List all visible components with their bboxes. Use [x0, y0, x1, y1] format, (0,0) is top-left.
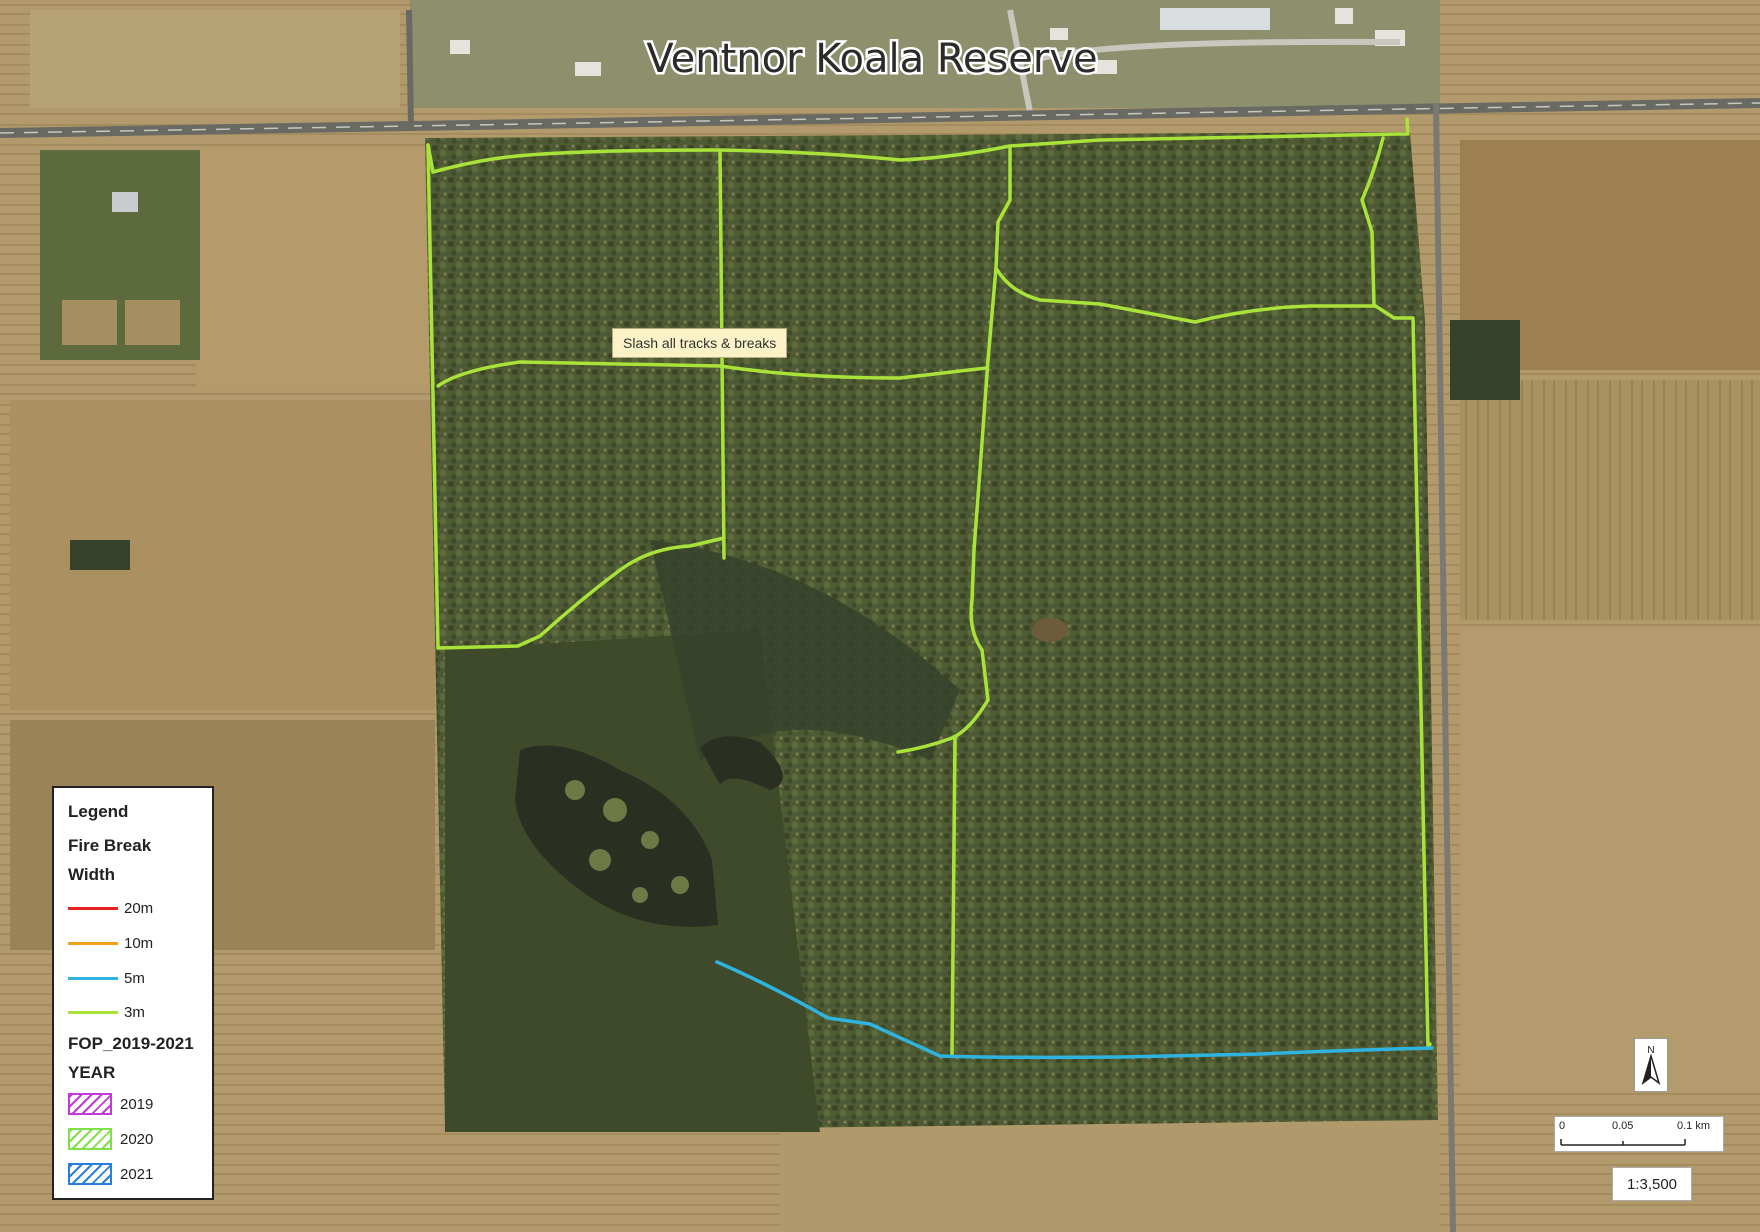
wetland-island — [603, 798, 627, 822]
legend-swatch-hatch — [68, 1163, 112, 1185]
wetland-island — [589, 849, 611, 871]
main-road-centreline — [0, 102, 1760, 134]
legend-item-2021: 2021 — [68, 1162, 153, 1186]
firebreak-3m — [436, 360, 988, 388]
building — [450, 40, 470, 54]
homestead-lawn — [125, 300, 180, 345]
legend-item-label: 10m — [124, 934, 154, 952]
legend-item-3m: 3m — [68, 1000, 145, 1024]
paddock-east-mid — [1460, 380, 1760, 620]
paddock-south-centre — [780, 1120, 1440, 1232]
wetland-channel — [700, 736, 783, 790]
firebreak-3m — [426, 132, 1409, 174]
north-label: N — [1647, 1045, 1654, 1056]
legend-group-firebreak-title: Fire Break — [68, 836, 152, 855]
legend-item-10m: 10m — [68, 931, 153, 955]
legend-item-5m: 5m — [68, 966, 145, 990]
building — [1095, 60, 1117, 74]
firebreak-3m — [426, 143, 726, 650]
north-arrow: N — [1634, 1038, 1668, 1092]
legend-item-label: 2019 — [120, 1095, 154, 1113]
legend-group-firebreak-subtitle: Width — [68, 865, 116, 884]
tree-clump — [70, 540, 130, 570]
legend-title: Legend — [68, 802, 129, 821]
legend: Legend Fire Break Width 20m 10m 5m 3m FO… — [52, 786, 214, 1200]
wetland-island — [671, 876, 689, 894]
firebreak-3m-layer — [426, 117, 1432, 1057]
scale-bar-tick-label: 0 — [1559, 1120, 1566, 1132]
firebreak-5m — [715, 960, 1434, 1060]
paddock-east-lower — [1460, 630, 1760, 1090]
map-title: Ventnor Koala Reserve — [646, 36, 1097, 82]
legend-swatch-line — [68, 1010, 118, 1014]
legend-swatch-hatch — [68, 1128, 112, 1150]
homestead-house — [112, 192, 138, 212]
legend-swatch-line — [68, 976, 118, 980]
legend-item-20m: 20m — [68, 896, 153, 920]
scale-bar: 0 0.05 0.1 km — [1554, 1116, 1724, 1152]
legend-group-fop-subtitle: YEAR — [68, 1063, 116, 1082]
north-arrow-icon: N — [1641, 1045, 1661, 1085]
legend-swatch-hatch — [68, 1093, 112, 1115]
tree-clump — [1450, 320, 1520, 400]
legend-group-fop-title: FOP_2019-2021 — [68, 1034, 194, 1053]
scale-bar-tick-label: 0.05 — [1612, 1120, 1634, 1132]
scale-bar-graphic — [1560, 1139, 1686, 1146]
firebreak-5m-layer — [715, 960, 1434, 1060]
wetland-island — [632, 887, 648, 903]
paddock-north-west — [30, 10, 400, 108]
scale-bar-tick-label: 0.1 km — [1677, 1120, 1711, 1132]
legend-item-label: 3m — [124, 1003, 145, 1021]
firebreak-3m — [896, 266, 998, 754]
local-road — [1007, 9, 1401, 113]
roads — [0, 9, 1760, 1232]
scale-ratio: 1:3,500 — [1612, 1167, 1692, 1201]
building — [1050, 28, 1068, 40]
firebreak-3m — [994, 144, 1376, 324]
north-side-road — [406, 9, 414, 129]
legend-item-2019: 2019 — [68, 1092, 153, 1116]
dam — [1032, 618, 1068, 642]
homestead — [40, 150, 200, 360]
legend-swatch-line — [68, 941, 118, 945]
firebreak-3m — [950, 736, 957, 1057]
east-boundary-road — [1433, 103, 1456, 1232]
township-layer — [410, 0, 1440, 113]
firebreak-3m — [1405, 117, 1410, 136]
building — [1160, 8, 1270, 30]
legend-item-label: 20m — [124, 899, 154, 917]
map-annotation-label: Slash all tracks & breaks — [612, 328, 788, 358]
homestead-lawn — [62, 300, 117, 345]
legend-item-label: 5m — [124, 969, 145, 987]
paddock-west-upper — [196, 150, 434, 390]
wetland-island — [565, 780, 585, 800]
legend-swatch-line — [68, 906, 118, 910]
building — [1335, 8, 1353, 24]
firebreak-3m — [1360, 136, 1432, 1050]
wetland — [515, 618, 1068, 927]
building — [575, 62, 601, 76]
legend-item-2020: 2020 — [68, 1127, 153, 1151]
legend-item-label: 2020 — [120, 1130, 154, 1148]
dense-bush-centre — [650, 540, 960, 760]
wetland-island — [641, 831, 659, 849]
legend-item-label: 2021 — [120, 1165, 154, 1183]
